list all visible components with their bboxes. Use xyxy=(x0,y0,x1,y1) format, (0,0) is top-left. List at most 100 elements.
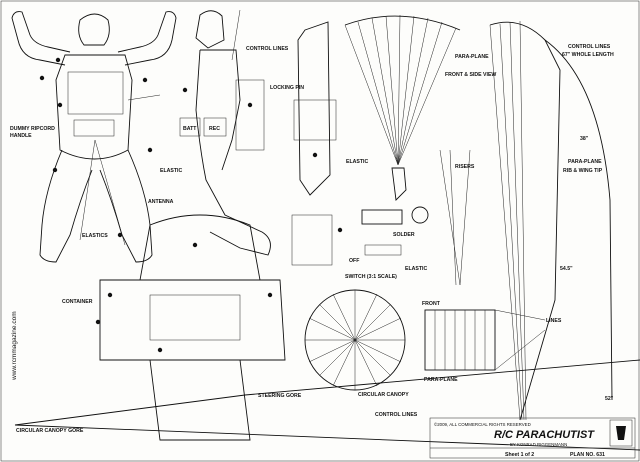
risers-drawing xyxy=(439,149,471,286)
torso xyxy=(55,54,133,160)
front-lines xyxy=(494,309,546,371)
label-elastic-right: ELASTIC xyxy=(346,159,368,165)
label-para-plane-right: PARA-PLANE xyxy=(568,159,602,165)
right-arm xyxy=(117,11,177,66)
label-switch-scale: SWITCH (3:1 SCALE) xyxy=(345,274,397,280)
ripcord-leader xyxy=(127,94,161,101)
label-control-lines-bottom: CONTROL LINES xyxy=(375,412,418,418)
switch-detail xyxy=(361,206,429,256)
right-leg xyxy=(99,149,153,263)
label-circular-canopy: CIRCULAR CANOPY xyxy=(358,392,409,398)
callout-10 xyxy=(312,152,318,158)
callout-4 xyxy=(142,77,148,83)
label-rib-wing-tip: RIB & WING TIP xyxy=(563,168,603,174)
callout-11 xyxy=(337,227,343,233)
riser-3 xyxy=(449,149,457,286)
hanging-jumper xyxy=(391,167,407,201)
callout-3 xyxy=(57,102,63,108)
label-solder: SOLDER xyxy=(393,232,415,238)
label-dim-52: 52" xyxy=(605,396,614,402)
callout-markers xyxy=(39,57,343,353)
side-lines xyxy=(489,20,527,421)
label-rec: REC xyxy=(209,126,220,132)
label-antenna: ANTENNA xyxy=(148,199,174,205)
label-lines: LINES xyxy=(546,318,562,324)
side-head xyxy=(195,10,225,49)
switch-lever xyxy=(364,244,402,256)
title-block xyxy=(429,417,636,459)
callout-6 xyxy=(52,167,58,173)
callout-12 xyxy=(107,292,113,298)
canopy-lines xyxy=(344,14,457,166)
para-plane-side-view xyxy=(489,20,613,421)
container-drawing xyxy=(99,214,286,441)
dummy-ripcord-handle-shape xyxy=(73,119,115,137)
locking-detail-box xyxy=(291,214,333,266)
side-back xyxy=(200,49,241,171)
rec-box xyxy=(203,117,227,137)
batt-box xyxy=(179,117,201,137)
callout-9 xyxy=(247,102,253,108)
title-copyright: ©2009, ALL COMMERCIAL RIGHTS RESERVED xyxy=(434,422,531,427)
title-main: R/C PARACHUTIST xyxy=(494,429,595,441)
container-side-inner xyxy=(293,99,337,141)
canopy-top-edge xyxy=(344,15,461,31)
logo-box xyxy=(609,419,633,447)
label-locking-pin: LOCKING PIN xyxy=(270,85,304,91)
callout-13 xyxy=(95,319,101,325)
wing-tip-curve xyxy=(544,39,613,401)
jumper-head xyxy=(78,13,110,46)
container-side-detail xyxy=(293,21,337,196)
title-sheet: Sheet 1 of 2 xyxy=(505,452,534,458)
elastic-line-right xyxy=(94,139,126,246)
label-circular-canopy-gore: CIRCULAR CANOPY GORE xyxy=(16,428,84,434)
callout-5 xyxy=(147,147,153,153)
front-panel xyxy=(424,309,496,371)
label-control-lines-right: CONTROL LINES xyxy=(568,44,611,50)
label-batt: BATT xyxy=(183,126,197,132)
label-elastic-switch: ELASTIC xyxy=(405,266,427,272)
switch-pulley xyxy=(411,206,429,224)
callout-16 xyxy=(192,242,198,248)
title-author: BY KONRAD RIGGENMANN xyxy=(510,442,567,447)
front-ribs xyxy=(434,310,486,370)
left-leg xyxy=(39,149,93,263)
callout-8 xyxy=(182,87,188,93)
label-handle: HANDLE xyxy=(10,133,32,139)
website-text: www.rcmmagazine.com xyxy=(11,311,18,381)
label-container: CONTAINER xyxy=(62,299,93,305)
callout-7 xyxy=(117,232,123,238)
callout-1 xyxy=(55,57,61,63)
container-top-flap xyxy=(139,214,261,281)
callout-14 xyxy=(157,347,163,353)
jumper-side-view xyxy=(179,9,271,256)
label-steering-gore: STEERING GORE xyxy=(258,393,302,399)
label-elastics: ELASTICS xyxy=(82,233,108,239)
canopy-gores xyxy=(305,290,405,390)
jumper-front-view xyxy=(11,11,177,263)
elastic-line-left xyxy=(79,139,96,241)
label-dummy-ripcord: DUMMY RIPCORD xyxy=(10,126,55,132)
canopy-gore-base xyxy=(14,424,640,451)
container-side-outline xyxy=(297,21,331,196)
label-front-side-view: FRONT & SIDE VIEW xyxy=(445,72,496,78)
riser-1 xyxy=(439,149,461,286)
label-para-plane-top: PARA-PLANE xyxy=(455,54,489,60)
label-whole-length: 67" WHOLE LENGTH xyxy=(562,52,614,58)
side-leg xyxy=(195,49,271,256)
container-outline xyxy=(99,279,286,361)
label-para-plane-bottom: PARA-PLANE xyxy=(424,377,458,383)
container-lower-flap xyxy=(149,359,251,441)
riser-2 xyxy=(459,149,471,286)
title-plan-no: PLAN NO. 631 xyxy=(570,452,605,458)
left-arm xyxy=(11,11,71,66)
label-dim-38: 38" xyxy=(580,136,589,142)
logo-emblem xyxy=(616,426,626,440)
para-plane-plan-view xyxy=(424,309,546,371)
container-inner-panel xyxy=(149,294,241,341)
harness-panel xyxy=(67,71,124,115)
label-dim-54: 54.5" xyxy=(560,266,573,272)
